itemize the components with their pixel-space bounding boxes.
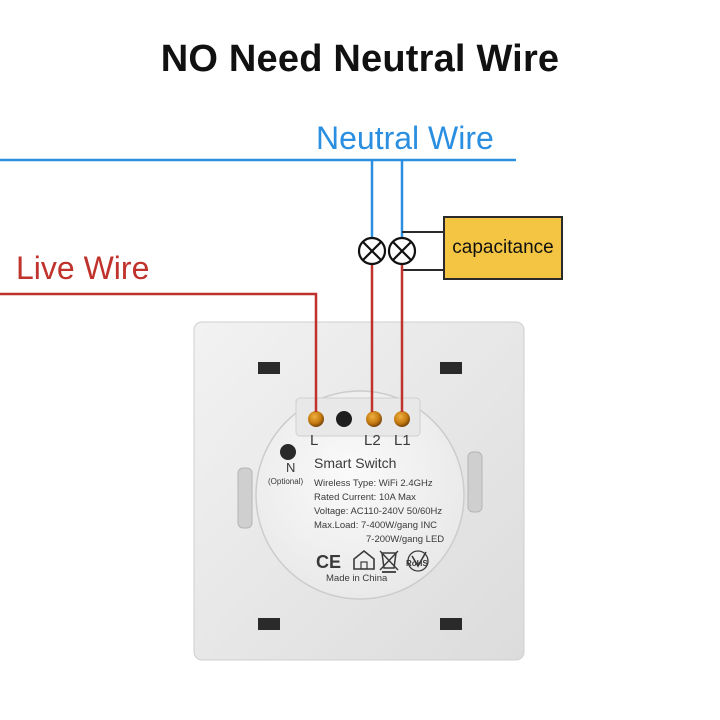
neutral-wire-label: Neutral Wire bbox=[316, 120, 494, 156]
plate-slot bbox=[258, 362, 280, 374]
spec-voltage: Voltage: AC110-240V 50/60Hz bbox=[314, 506, 442, 517]
capacitance-label: capacitance bbox=[452, 237, 554, 258]
terminal-empty bbox=[336, 411, 352, 427]
terminal-n-label: N bbox=[286, 460, 295, 475]
live-wire-label: Live Wire bbox=[16, 250, 150, 286]
terminal-l2-label: L2 bbox=[364, 432, 381, 449]
capacitance-box: capacitance bbox=[443, 216, 563, 280]
plate-mount-hole bbox=[237, 467, 253, 529]
terminal-block bbox=[295, 397, 421, 437]
plate-mount-hole bbox=[467, 451, 483, 513]
house-icon bbox=[353, 549, 375, 570]
plate-slot bbox=[440, 618, 462, 630]
terminal-n-optional: (Optional) bbox=[268, 477, 303, 486]
product-name: Smart Switch bbox=[314, 455, 396, 471]
lamp-icon bbox=[387, 236, 417, 266]
terminal-l1-screw bbox=[394, 411, 410, 427]
plate-slot bbox=[258, 618, 280, 630]
lamp-icon bbox=[357, 236, 387, 266]
weee-bin-icon bbox=[379, 550, 399, 573]
terminal-l2-screw bbox=[366, 411, 382, 427]
spec-current: Rated Current: 10A Max bbox=[314, 492, 416, 503]
diagram-title: NO Need Neutral Wire bbox=[160, 38, 560, 80]
spec-maxload: Max.Load: 7-400W/gang INC bbox=[314, 520, 437, 531]
live-wire bbox=[0, 292, 318, 412]
rohs-mark: RoHS bbox=[406, 559, 428, 568]
made-in-label: Made in China bbox=[326, 573, 388, 584]
ce-mark: CE bbox=[316, 552, 341, 572]
terminal-l1-label: L1 bbox=[394, 432, 411, 449]
terminal-n-hole bbox=[280, 444, 296, 460]
terminal-l-screw bbox=[308, 411, 324, 427]
spec-wireless: Wireless Type: WiFi 2.4GHz bbox=[314, 478, 433, 489]
terminal-l-label: L bbox=[310, 432, 318, 449]
rohs-icon bbox=[407, 550, 429, 572]
plate-slot bbox=[440, 362, 462, 374]
spec-maxload-led: 7-200W/gang LED bbox=[366, 534, 444, 545]
switch-module bbox=[255, 390, 465, 600]
